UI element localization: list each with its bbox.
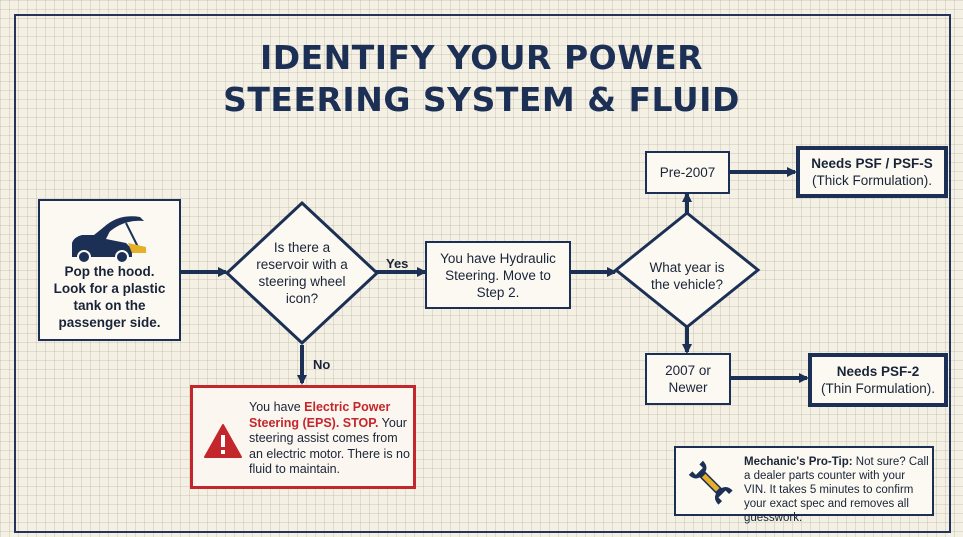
- pro-tip-label: Mechanic's Pro-Tip:: [744, 456, 853, 468]
- eps-text: You have Electric Power Steering (EPS). …: [249, 400, 411, 478]
- title-line-1: IDENTIFY YOUR POWER: [259, 38, 704, 77]
- title-line-2: STEERING SYSTEM & FLUID: [223, 80, 740, 119]
- decision-reservoir-text: Is there a reservoir with a steering whe…: [256, 240, 348, 306]
- eps-rest: Your steering assist comes from an elect…: [249, 415, 410, 477]
- yes-label: Yes: [386, 256, 409, 271]
- psf2-line-2: (Thin Formulation).: [820, 381, 936, 396]
- no-label: No: [313, 357, 331, 372]
- decision-year-text: What year is the vehicle?: [649, 260, 725, 292]
- psf2-box: Needs PSF-2 (Thin Formulation).: [808, 353, 948, 407]
- warning-triangle-icon: [204, 424, 242, 458]
- eps-warning-box: You have Electric Power Steering (EPS). …: [190, 385, 416, 489]
- psf2-line-1: Needs PSF-2: [836, 364, 920, 379]
- hydraulic-box: You have Hydraulic Steering. Move to Ste…: [425, 241, 571, 309]
- eps-prefix: You have: [249, 400, 305, 414]
- pro-tip-body: Not sure? Call a dealer parts counter wi…: [744, 456, 929, 524]
- start-box-text: Pop the hood. Look for a plastic tank on…: [53, 264, 166, 330]
- start-box: Pop the hood. Look for a plastic tank on…: [38, 199, 181, 341]
- psf-box: Needs PSF / PSF-S (Thick Formulation).: [796, 146, 948, 198]
- pro-tip-text: Mechanic's Pro-Tip: Not sure? Call a dea…: [744, 455, 930, 525]
- hydraulic-box-text: You have Hydraulic Steering. Move to Ste…: [440, 250, 556, 300]
- decision-reservoir-diamond: [224, 200, 380, 346]
- psf-line-1: Needs PSF / PSF-S: [811, 156, 933, 171]
- wrench-icon: [688, 460, 733, 505]
- decision-year-diamond: [613, 211, 761, 329]
- pro-tip-box: Mechanic's Pro-Tip: Not sure? Call a dea…: [674, 446, 934, 524]
- eps-highlight: Electric Power Steering (EPS). STOP.: [249, 400, 391, 430]
- newer-box: 2007 or Newer: [645, 353, 731, 405]
- newer-text: 2007 or Newer: [665, 363, 711, 395]
- pre2007-text: Pre-2007: [659, 165, 716, 180]
- outer-frame: [14, 14, 951, 533]
- car-hood-open-icon: [72, 216, 146, 264]
- psf-line-2: (Thick Formulation).: [811, 173, 933, 188]
- pre2007-box: Pre-2007: [645, 151, 730, 194]
